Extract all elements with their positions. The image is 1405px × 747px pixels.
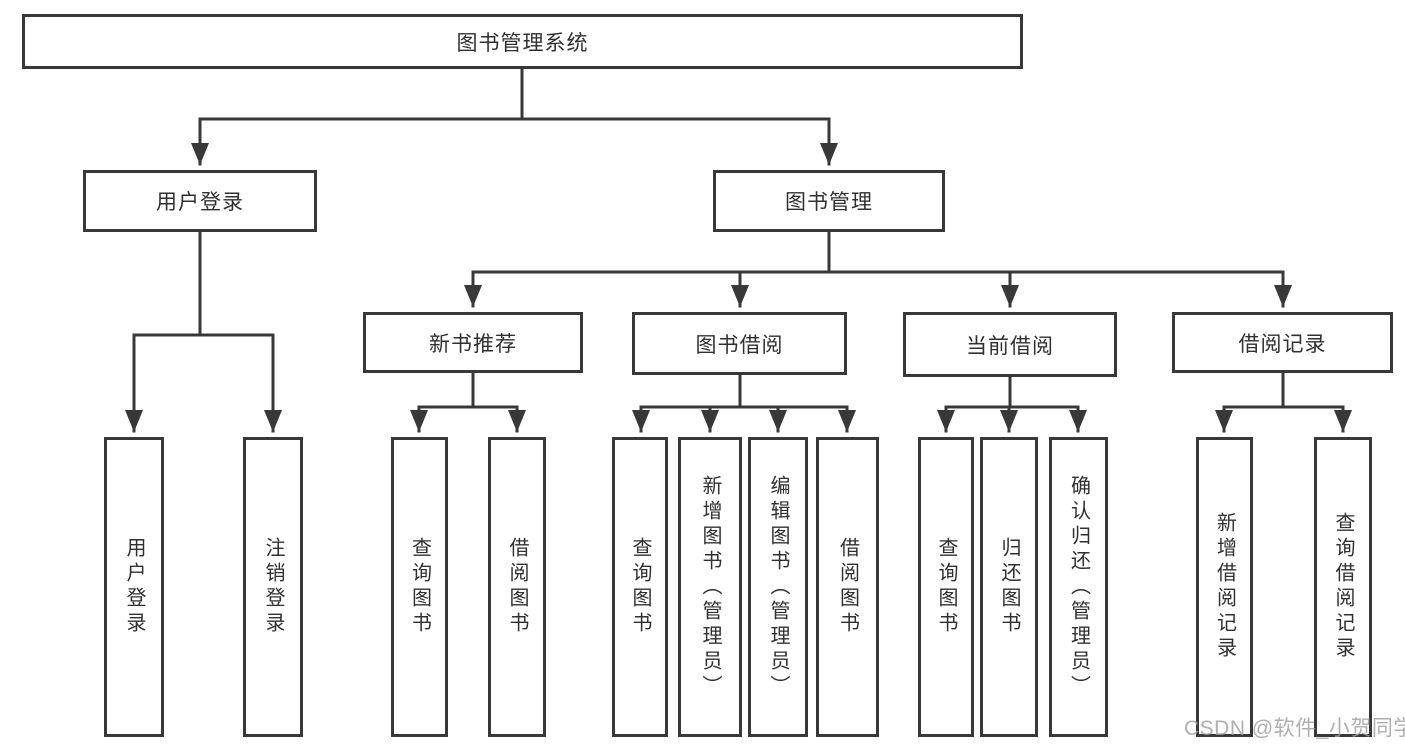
leaf-confirm-return-admin: 确认归还（管理员） <box>1049 437 1108 737</box>
leaf-borrow-books: 借阅图书 <box>816 437 879 737</box>
leaf-add-books-admin: 新增图书（管理员） <box>678 437 742 737</box>
csdn-watermark: CSDN @软件_小贺同学 <box>1184 717 1405 740</box>
node-label: 借阅记录 <box>1238 332 1327 356</box>
leaf-query-borrow-record: 查询借阅记录 <box>1314 437 1372 737</box>
leaf-return-books: 归还图书 <box>980 437 1038 737</box>
node-borrow-records: 借阅记录 <box>1172 312 1393 373</box>
node-book-management: 图书管理 <box>713 170 945 232</box>
leaf-query-books-borrow: 查询图书 <box>612 437 668 737</box>
leaf-label: 新增图书（管理员） <box>699 474 721 700</box>
node-label: 新书推荐 <box>429 332 517 356</box>
node-label: 图书管理系统 <box>456 31 589 55</box>
leaf-label: 确认归还（管理员） <box>1067 474 1090 700</box>
leaf-label: 编辑图书（管理员） <box>767 474 789 700</box>
node-label: 当前借阅 <box>966 334 1054 358</box>
node-label: 图书借阅 <box>695 333 784 357</box>
leaf-label: 查询图书 <box>408 537 431 637</box>
node-user-login: 用户登录 <box>83 170 317 232</box>
leaf-edit-books-admin: 编辑图书（管理员） <box>748 437 808 737</box>
node-new-book-recommend: 新书推荐 <box>363 312 583 373</box>
leaf-label: 用户登录 <box>123 537 145 637</box>
leaf-query-books-current: 查询图书 <box>918 437 974 737</box>
leaf-user-login: 用户登录 <box>104 437 164 737</box>
leaf-label: 借阅图书 <box>836 537 859 637</box>
leaf-label: 查询借阅记录 <box>1332 512 1354 662</box>
node-book-borrow: 图书借阅 <box>632 312 847 375</box>
leaf-query-books-recommend: 查询图书 <box>391 437 448 737</box>
leaf-logout: 注销登录 <box>243 437 303 737</box>
leaf-label: 注销登录 <box>262 537 284 637</box>
leaf-label: 新增借阅记录 <box>1213 512 1236 662</box>
leaf-add-borrow-record: 新增借阅记录 <box>1196 437 1253 737</box>
leaf-label: 归还图书 <box>998 537 1020 637</box>
node-label: 图书管理 <box>785 191 873 214</box>
node-library-system: 图书管理系统 <box>22 14 1023 69</box>
leaf-label: 查询图书 <box>935 537 957 637</box>
node-label: 用户登录 <box>156 191 244 214</box>
leaf-label: 借阅图书 <box>506 537 528 637</box>
node-current-borrow: 当前借阅 <box>903 312 1117 377</box>
leaf-borrow-books-recommend: 借阅图书 <box>488 437 546 737</box>
leaf-label: 查询图书 <box>629 537 651 637</box>
